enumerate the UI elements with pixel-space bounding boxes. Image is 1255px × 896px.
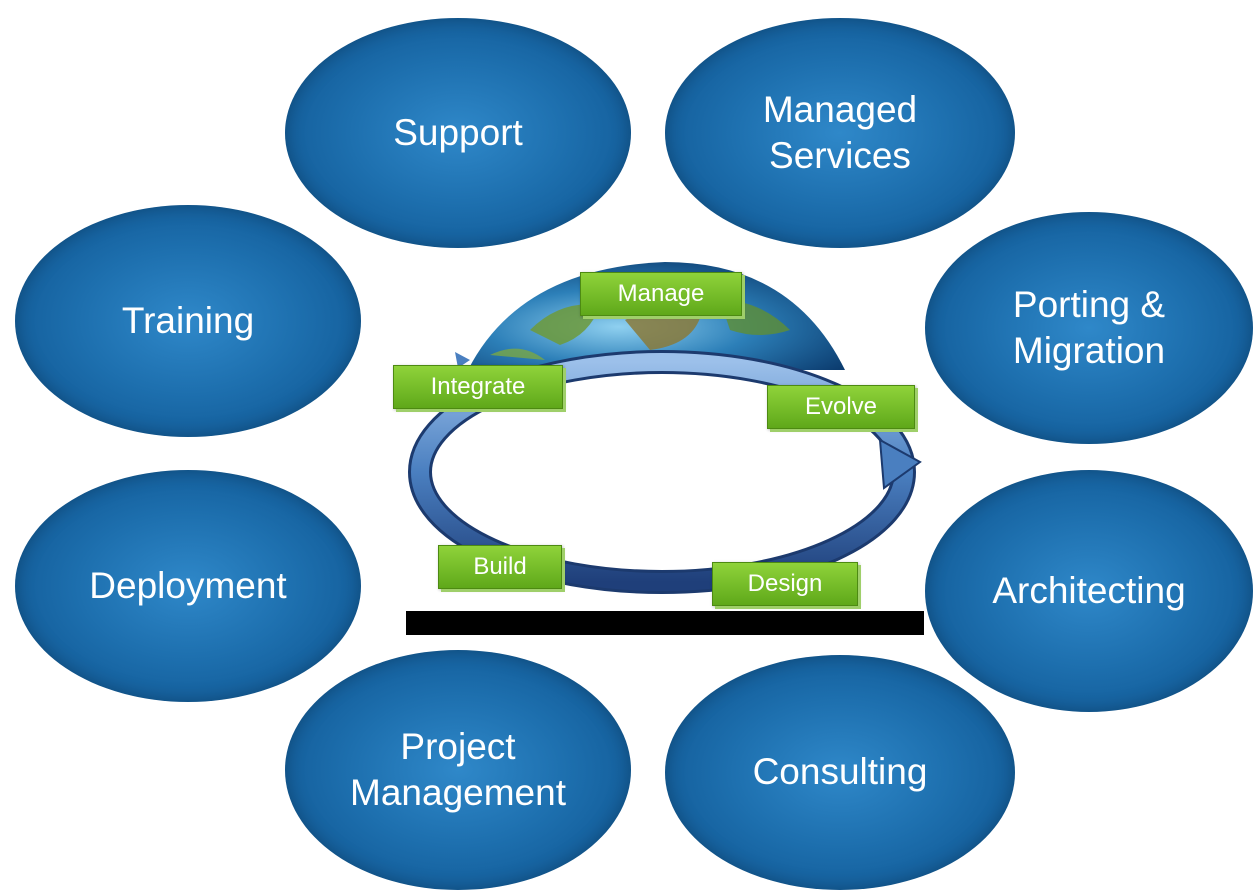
step-manage: Manage	[580, 272, 742, 316]
service-managed-services: Managed Services	[665, 18, 1015, 248]
step-design-label: Design	[747, 570, 823, 597]
service-consulting-label: Consulting	[752, 751, 928, 793]
step-build: Build	[438, 545, 562, 589]
service-training: Training	[15, 205, 361, 437]
service-managed-services-label: Managed Services	[762, 88, 918, 176]
step-build-label: Build	[473, 553, 527, 580]
step-design: Design	[712, 562, 858, 606]
step-manage-label: Manage	[617, 280, 705, 307]
service-architecting: Architecting	[925, 470, 1253, 712]
step-evolve: Evolve	[767, 385, 915, 429]
service-training-label: Training	[121, 299, 255, 341]
circular-arrow-icon	[408, 350, 922, 594]
service-support: Support	[285, 18, 631, 248]
service-consulting: Consulting	[665, 655, 1015, 890]
service-project-management: Project Management	[285, 650, 631, 890]
service-porting-migration: Porting & Migration	[925, 212, 1253, 444]
service-deployment: Deployment	[15, 470, 361, 702]
step-evolve-label: Evolve	[804, 393, 878, 420]
base-bar	[406, 611, 924, 635]
service-porting-migration-label: Porting & Migration	[1012, 283, 1166, 371]
service-project-management-label: Project Management	[350, 725, 566, 813]
step-integrate: Integrate	[393, 365, 563, 409]
step-integrate-label: Integrate	[430, 373, 526, 400]
service-architecting-label: Architecting	[992, 569, 1186, 611]
service-support-label: Support	[393, 111, 523, 153]
service-deployment-label: Deployment	[89, 564, 287, 606]
